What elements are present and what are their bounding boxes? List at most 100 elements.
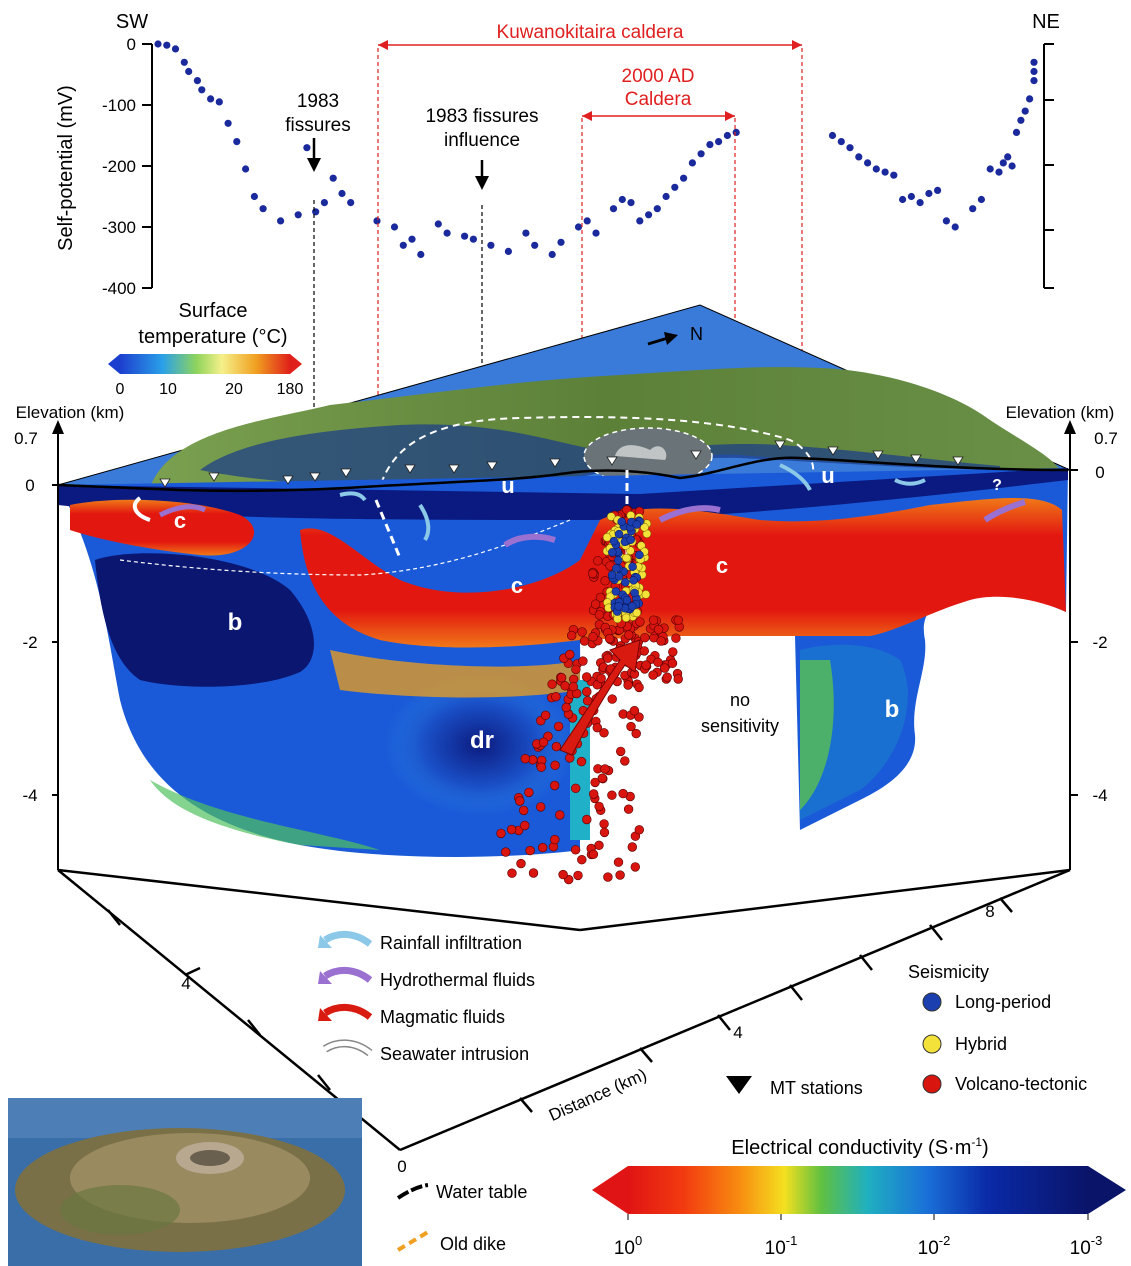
long-period-event [626, 535, 635, 544]
no-sensitivity-line2: sensitivity [701, 716, 779, 736]
hybrid-event [602, 533, 612, 542]
mt-station-icon [404, 464, 416, 474]
zone-u-left: u [501, 473, 514, 498]
long-period-event [627, 602, 637, 611]
sp-data-point [592, 229, 600, 237]
volcano-tectonic-event [659, 663, 670, 673]
influence-line1: 1983 fissures [425, 106, 538, 127]
kuwanokitaira-caldera-marker: Kuwanokitaira caldera [378, 22, 802, 50]
long-period-event [609, 536, 619, 546]
mt-stations-label: MT stations [770, 1078, 863, 1098]
c-zone-main [300, 498, 1066, 648]
mt-station-icon [340, 468, 352, 478]
volcano-tectonic-event [582, 686, 592, 697]
volcano-tectonic-event [653, 657, 663, 667]
sp-data-point [881, 168, 889, 176]
volcano-tectonic-icon [922, 1074, 942, 1094]
volcano-tectonic-event [602, 653, 613, 663]
sp-data-point [329, 174, 337, 182]
mt-station-icon [774, 440, 786, 450]
left-tick-0: 0 [25, 476, 34, 495]
sp-data-point [215, 98, 223, 106]
volcano-tectonic-event [550, 834, 560, 845]
sp-data-point [417, 250, 425, 259]
zone-c-left: c [174, 508, 186, 533]
rainfall-arrow-icon [894, 478, 926, 486]
volcano-tectonic-event [520, 820, 530, 831]
zone-c-center: c [511, 573, 523, 598]
sp-data-point [671, 183, 679, 191]
conductivity-section [58, 468, 1068, 857]
sp-data-point [645, 211, 653, 219]
volcano-tectonic-event [516, 858, 526, 869]
sp-data-point [504, 247, 512, 255]
volcano-tectonic-event [596, 673, 606, 684]
hybrid-event [640, 523, 649, 532]
sp-data-point [408, 235, 416, 243]
hybrid-event [622, 553, 631, 563]
volcano-tectonic-event [599, 819, 609, 829]
volcano-tectonic-event [630, 862, 640, 872]
seawater-arrow-icon [132, 496, 151, 522]
long-period-event [635, 550, 644, 560]
left-tick-2: -2 [22, 633, 37, 652]
sp-data-point [942, 217, 951, 225]
volcano-tectonic-event [600, 576, 610, 586]
sp-data-point [1021, 107, 1029, 115]
volcano-tectonic-event [558, 869, 568, 880]
fissures-1983-arrow [307, 138, 321, 172]
volcano-tectonic-event [590, 777, 600, 788]
left-elevation-label: Elevation (km) [16, 403, 125, 422]
volcano-tectonic-event [640, 632, 650, 643]
long-period-label: Long-period [955, 992, 1051, 1012]
hydrothermal-arrow-icon [658, 505, 721, 523]
sp-data-point [846, 144, 854, 152]
cond-tick-0: 100 [614, 1233, 642, 1259]
volcano-tectonic-event [588, 849, 599, 859]
sp-data-point [925, 189, 933, 198]
volcano-tectonic-event [520, 753, 530, 764]
rainfall-arrow-icon [418, 503, 431, 542]
mt-station-icon [827, 446, 839, 456]
temp-tick-0: 0 [116, 381, 125, 398]
sp-data-point [977, 195, 986, 204]
zone-u-right: u [821, 463, 834, 488]
sp-data-point [373, 217, 381, 225]
zone-labels: c c c b b dr u u ? [174, 463, 1002, 754]
sp-data-point [487, 241, 495, 249]
long-period-event [611, 587, 621, 596]
caldera-rim-outline [377, 416, 815, 496]
volcanic-plume [615, 445, 667, 460]
hybrid-event [613, 614, 622, 624]
sp-data-point [837, 138, 845, 146]
volcano-tectonic-event [590, 599, 601, 609]
volcano-tectonic-event [624, 630, 634, 640]
sp-data-point [636, 217, 644, 225]
north-label: N [690, 324, 703, 344]
sp-data-point [662, 192, 670, 201]
sp-data-point [627, 199, 635, 207]
hydrothermal-arrow-icon [503, 533, 556, 548]
volcano-tectonic-event [501, 847, 511, 857]
magmatic-legend-icon [323, 1004, 373, 1020]
sp-y-tick-label: -200 [102, 157, 136, 176]
volcano-tectonic-event [634, 712, 644, 722]
sp-data-point [443, 229, 451, 237]
sp-data-point [434, 220, 442, 228]
legend-item-magmatic: Magmatic fluids [318, 1004, 505, 1027]
right-tick-4: -4 [1092, 786, 1107, 805]
dr-zone [385, 675, 575, 815]
sp-data-point [864, 159, 872, 167]
sp-data-point [986, 165, 994, 173]
base-ticks [107, 897, 1013, 1113]
green-band-bottom [150, 780, 380, 850]
volcano-tectonic-event [607, 790, 617, 800]
sp-data-point [180, 58, 188, 66]
seawater-legend-icon [323, 1041, 372, 1056]
sp-data-point [574, 223, 583, 231]
sp-data-point [872, 165, 880, 173]
sp-data-point [338, 189, 346, 198]
volcano-tectonic-event [581, 672, 592, 682]
sp-data-point [697, 150, 705, 158]
sp-data-point [999, 159, 1007, 167]
